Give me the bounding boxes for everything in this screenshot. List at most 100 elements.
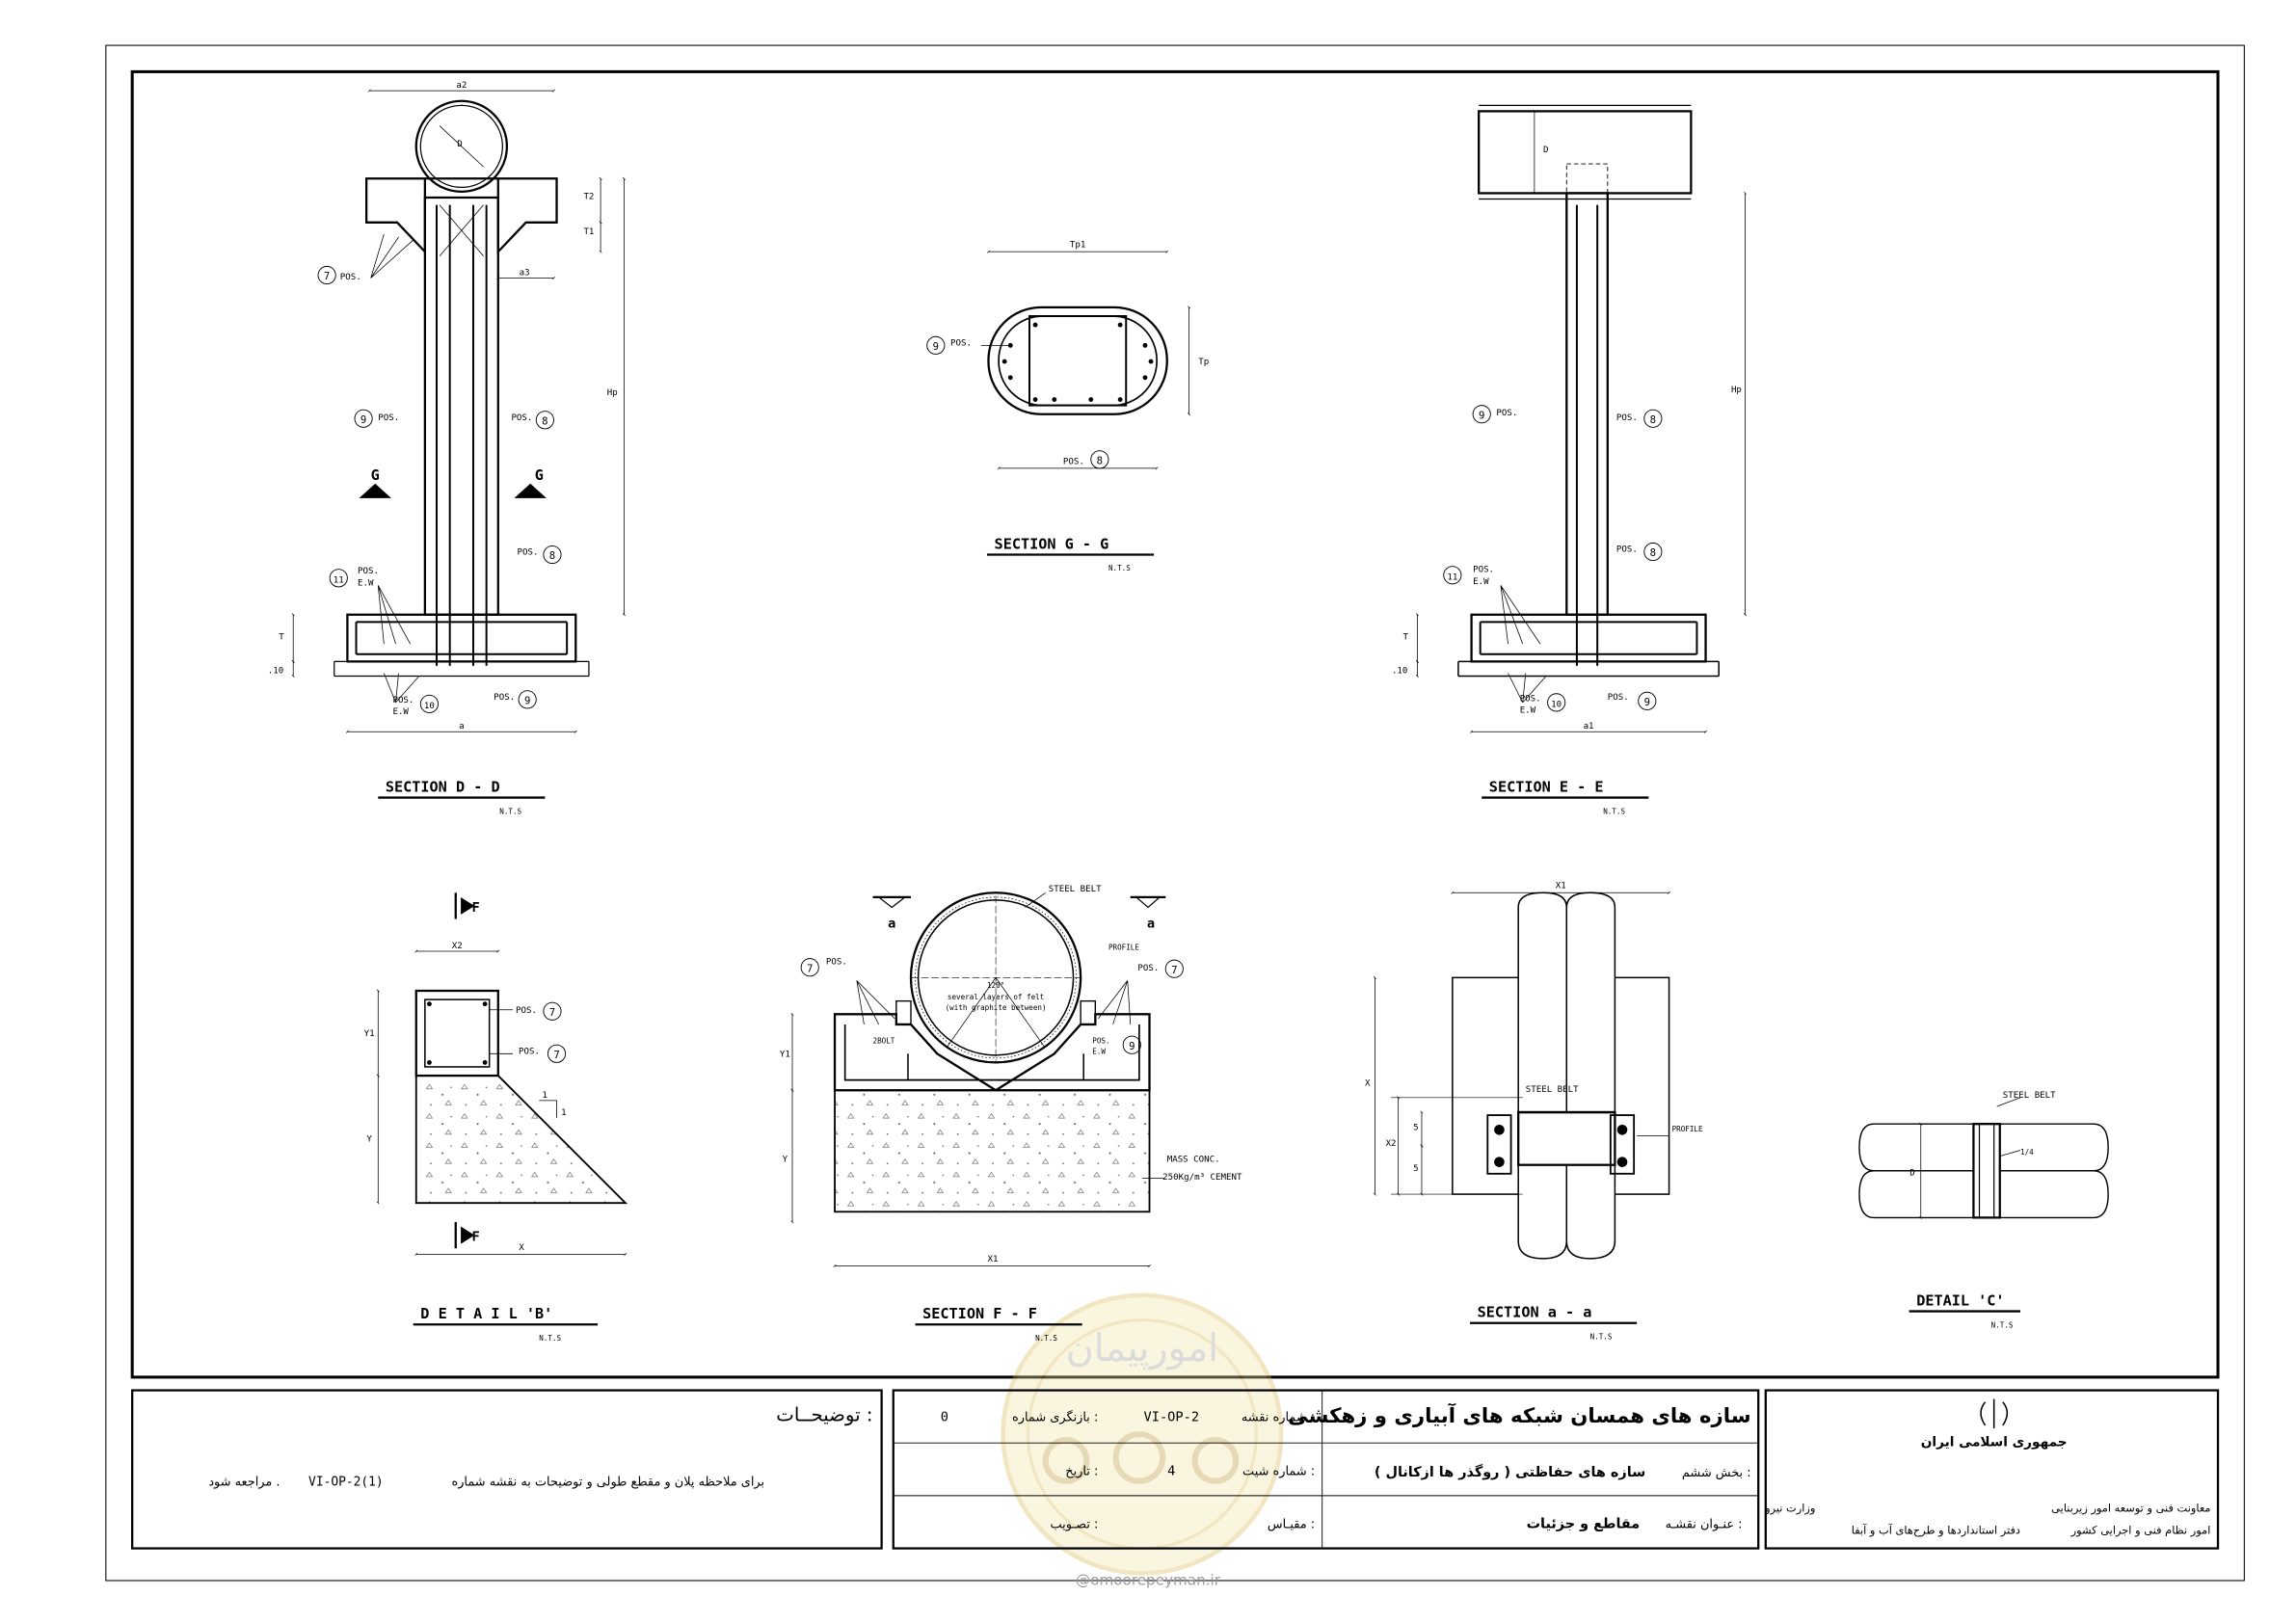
section-dd-labels: a2 D a3 T2 T1 Hp T .10 a G G 7 POS. 9 PO… bbox=[268, 81, 618, 815]
pos-num-7: 7 bbox=[807, 962, 813, 974]
cement-label: 250Kg/m³ CEMENT bbox=[1162, 1173, 1242, 1183]
section-gg-title: SECTION G - G bbox=[995, 535, 1109, 552]
dim-y1: Y1 bbox=[364, 1029, 375, 1039]
dim-d: D bbox=[1543, 146, 1548, 155]
project-title: سازه های همسان شبکه های آبیاری و زهکشی bbox=[1288, 1402, 1751, 1428]
scale-label: مقیـاس : bbox=[1268, 1517, 1315, 1531]
section-dd-title: SECTION D - D bbox=[386, 779, 500, 796]
pos-num-9: 9 bbox=[360, 413, 366, 426]
pos-label: POS. bbox=[1616, 413, 1638, 423]
watermark-site: @omoorepeyman.ir bbox=[1076, 1572, 1221, 1589]
drawing-no-label: شماره نقشه : bbox=[1241, 1410, 1315, 1424]
drawing-no: VI-OP-2 bbox=[1144, 1409, 1200, 1424]
section-aa-scale: N.T.S bbox=[1590, 1332, 1613, 1341]
dim-tp1: Tp1 bbox=[1070, 241, 1085, 251]
drawing-title-label: عنـوان نقشـه : bbox=[1666, 1517, 1743, 1531]
section-f-mark: F bbox=[471, 1230, 479, 1245]
date-label: تاریخ : bbox=[1065, 1465, 1098, 1479]
pos-label: POS. bbox=[1496, 409, 1517, 418]
section-ff-scale: N.T.S bbox=[1035, 1334, 1057, 1343]
felt-label: several layers of felt bbox=[948, 993, 1044, 1001]
notes-ref: VI-OP-2(1) bbox=[308, 1475, 384, 1489]
dim-ten: .10 bbox=[268, 667, 283, 677]
pos-num-10: 10 bbox=[424, 702, 435, 711]
drawing-title-value: مقاطع و جزئیات bbox=[1527, 1516, 1641, 1531]
section-g-mark-left: G bbox=[371, 466, 380, 484]
pos-label: POS. bbox=[1608, 693, 1629, 703]
dim-5: 5 bbox=[1413, 1123, 1418, 1132]
pos-num-7: 7 bbox=[324, 270, 330, 282]
ew-label: E.W bbox=[1092, 1047, 1106, 1055]
pos-label: POS. bbox=[1473, 566, 1494, 575]
org-affairs: امور نظام فنی و اجرایی کشور bbox=[2070, 1523, 2211, 1537]
dim-tp: Tp bbox=[1198, 358, 1209, 367]
detail-b-drawing bbox=[376, 892, 628, 1256]
title-block-info: سازه های همسان شبکه های آبیاری و زهکشی ب… bbox=[941, 1402, 1751, 1531]
pos-label: POS. bbox=[1063, 457, 1084, 466]
pos-label: POS. bbox=[519, 1047, 540, 1056]
pos-label: POS. bbox=[494, 693, 515, 703]
dim-x2: X2 bbox=[452, 942, 463, 951]
pos-label: POS. bbox=[1137, 964, 1159, 973]
pos-label: POS. bbox=[358, 567, 379, 576]
detail-b-scale: N.T.S bbox=[539, 1334, 561, 1343]
section-ee-labels: D Hp T .10 a1 9 POS. POS. 8 POS. 8 11 PO… bbox=[1392, 146, 1742, 815]
section-ff-labels: a a STEEL BELT PROFILE 120° several laye… bbox=[780, 885, 1242, 1343]
pos-num-8: 8 bbox=[1097, 454, 1103, 466]
detail-c-drawing bbox=[1858, 1097, 2109, 1219]
sheet-no: 4 bbox=[1167, 1464, 1175, 1479]
pos-label: POS. bbox=[392, 696, 414, 705]
pos-label: POS. bbox=[518, 548, 539, 558]
watermark-logo: امورپیمان bbox=[1001, 1292, 1284, 1576]
outer-frame bbox=[105, 44, 2245, 1582]
country-name: جمهوری اسلامی ایران bbox=[1921, 1434, 2068, 1450]
pos-num-11: 11 bbox=[1447, 572, 1457, 582]
pos-num-7: 7 bbox=[549, 1006, 555, 1019]
pos-num-9: 9 bbox=[524, 694, 530, 706]
pos-num-11: 11 bbox=[334, 575, 344, 585]
mass-conc-label: MASS CONC. bbox=[1167, 1156, 1220, 1165]
approval-label: تصـویب : bbox=[1050, 1517, 1098, 1531]
org-deputy: معاونت فنی و توسعه امور زیربنایی bbox=[2051, 1502, 2210, 1516]
pos-num-9: 9 bbox=[1644, 696, 1650, 708]
dim-ten: .10 bbox=[1392, 667, 1407, 677]
dim-a2: a2 bbox=[456, 81, 467, 91]
ew-label: E.W bbox=[1520, 706, 1536, 716]
steel-belt-label: STEEL BELT bbox=[2003, 1091, 2056, 1101]
dim-y: Y bbox=[783, 1156, 788, 1165]
dim-y: Y bbox=[366, 1134, 372, 1144]
title-block-frame bbox=[131, 1389, 2220, 1550]
section-ee-drawing bbox=[1415, 104, 1748, 733]
notes-title: توضیحــات : bbox=[776, 1403, 872, 1425]
section-dd-scale: N.T.S bbox=[499, 807, 521, 815]
dim-a3: a3 bbox=[520, 268, 530, 278]
pos-num-9: 9 bbox=[1479, 409, 1484, 421]
steel-belt-label: STEEL BELT bbox=[1526, 1085, 1579, 1095]
steel-belt-label: STEEL BELT bbox=[1049, 885, 1102, 894]
pos-label: POS. bbox=[1520, 694, 1541, 704]
detail-c-title: DETAIL 'C' bbox=[1916, 1291, 2004, 1309]
dim-x1: X1 bbox=[988, 1255, 999, 1264]
angle-label: 120° bbox=[987, 981, 1004, 990]
pos-label: POS. bbox=[340, 273, 361, 282]
detail-b-labels: F F X2 Y1 Y X 1 1 POS. 7 POS. 7 D E T A … bbox=[364, 900, 599, 1343]
pos-label: POS. bbox=[378, 413, 399, 423]
dim-x: X bbox=[1365, 1079, 1371, 1089]
dim-d: D bbox=[1909, 1168, 1914, 1178]
org-panel: جمهوری اسلامی ایران معاونت فنی و توسعه ا… bbox=[1764, 1398, 2211, 1537]
section-ff-drawing bbox=[790, 891, 1166, 1267]
ew-label: E.W bbox=[392, 707, 409, 717]
dim-t2: T2 bbox=[583, 193, 594, 202]
pos-num-9: 9 bbox=[933, 340, 939, 353]
section-ee-title: SECTION E - E bbox=[1489, 779, 1604, 796]
batter-1: 1 bbox=[561, 1108, 566, 1118]
bolt-label: 2BOLT bbox=[873, 1037, 895, 1046]
revision-value: 0 bbox=[941, 1409, 948, 1424]
part-value: سازه های حفاظتی ( روگذر ها ازکانال ) bbox=[1375, 1463, 1645, 1480]
pos-num-10: 10 bbox=[1551, 700, 1562, 709]
detail-c-scale: N.T.S bbox=[1991, 1320, 2014, 1329]
pos-num-8: 8 bbox=[549, 549, 555, 562]
pos-label: POS. bbox=[950, 338, 972, 348]
org-ministry: وزارت نیرو bbox=[1764, 1502, 1815, 1516]
